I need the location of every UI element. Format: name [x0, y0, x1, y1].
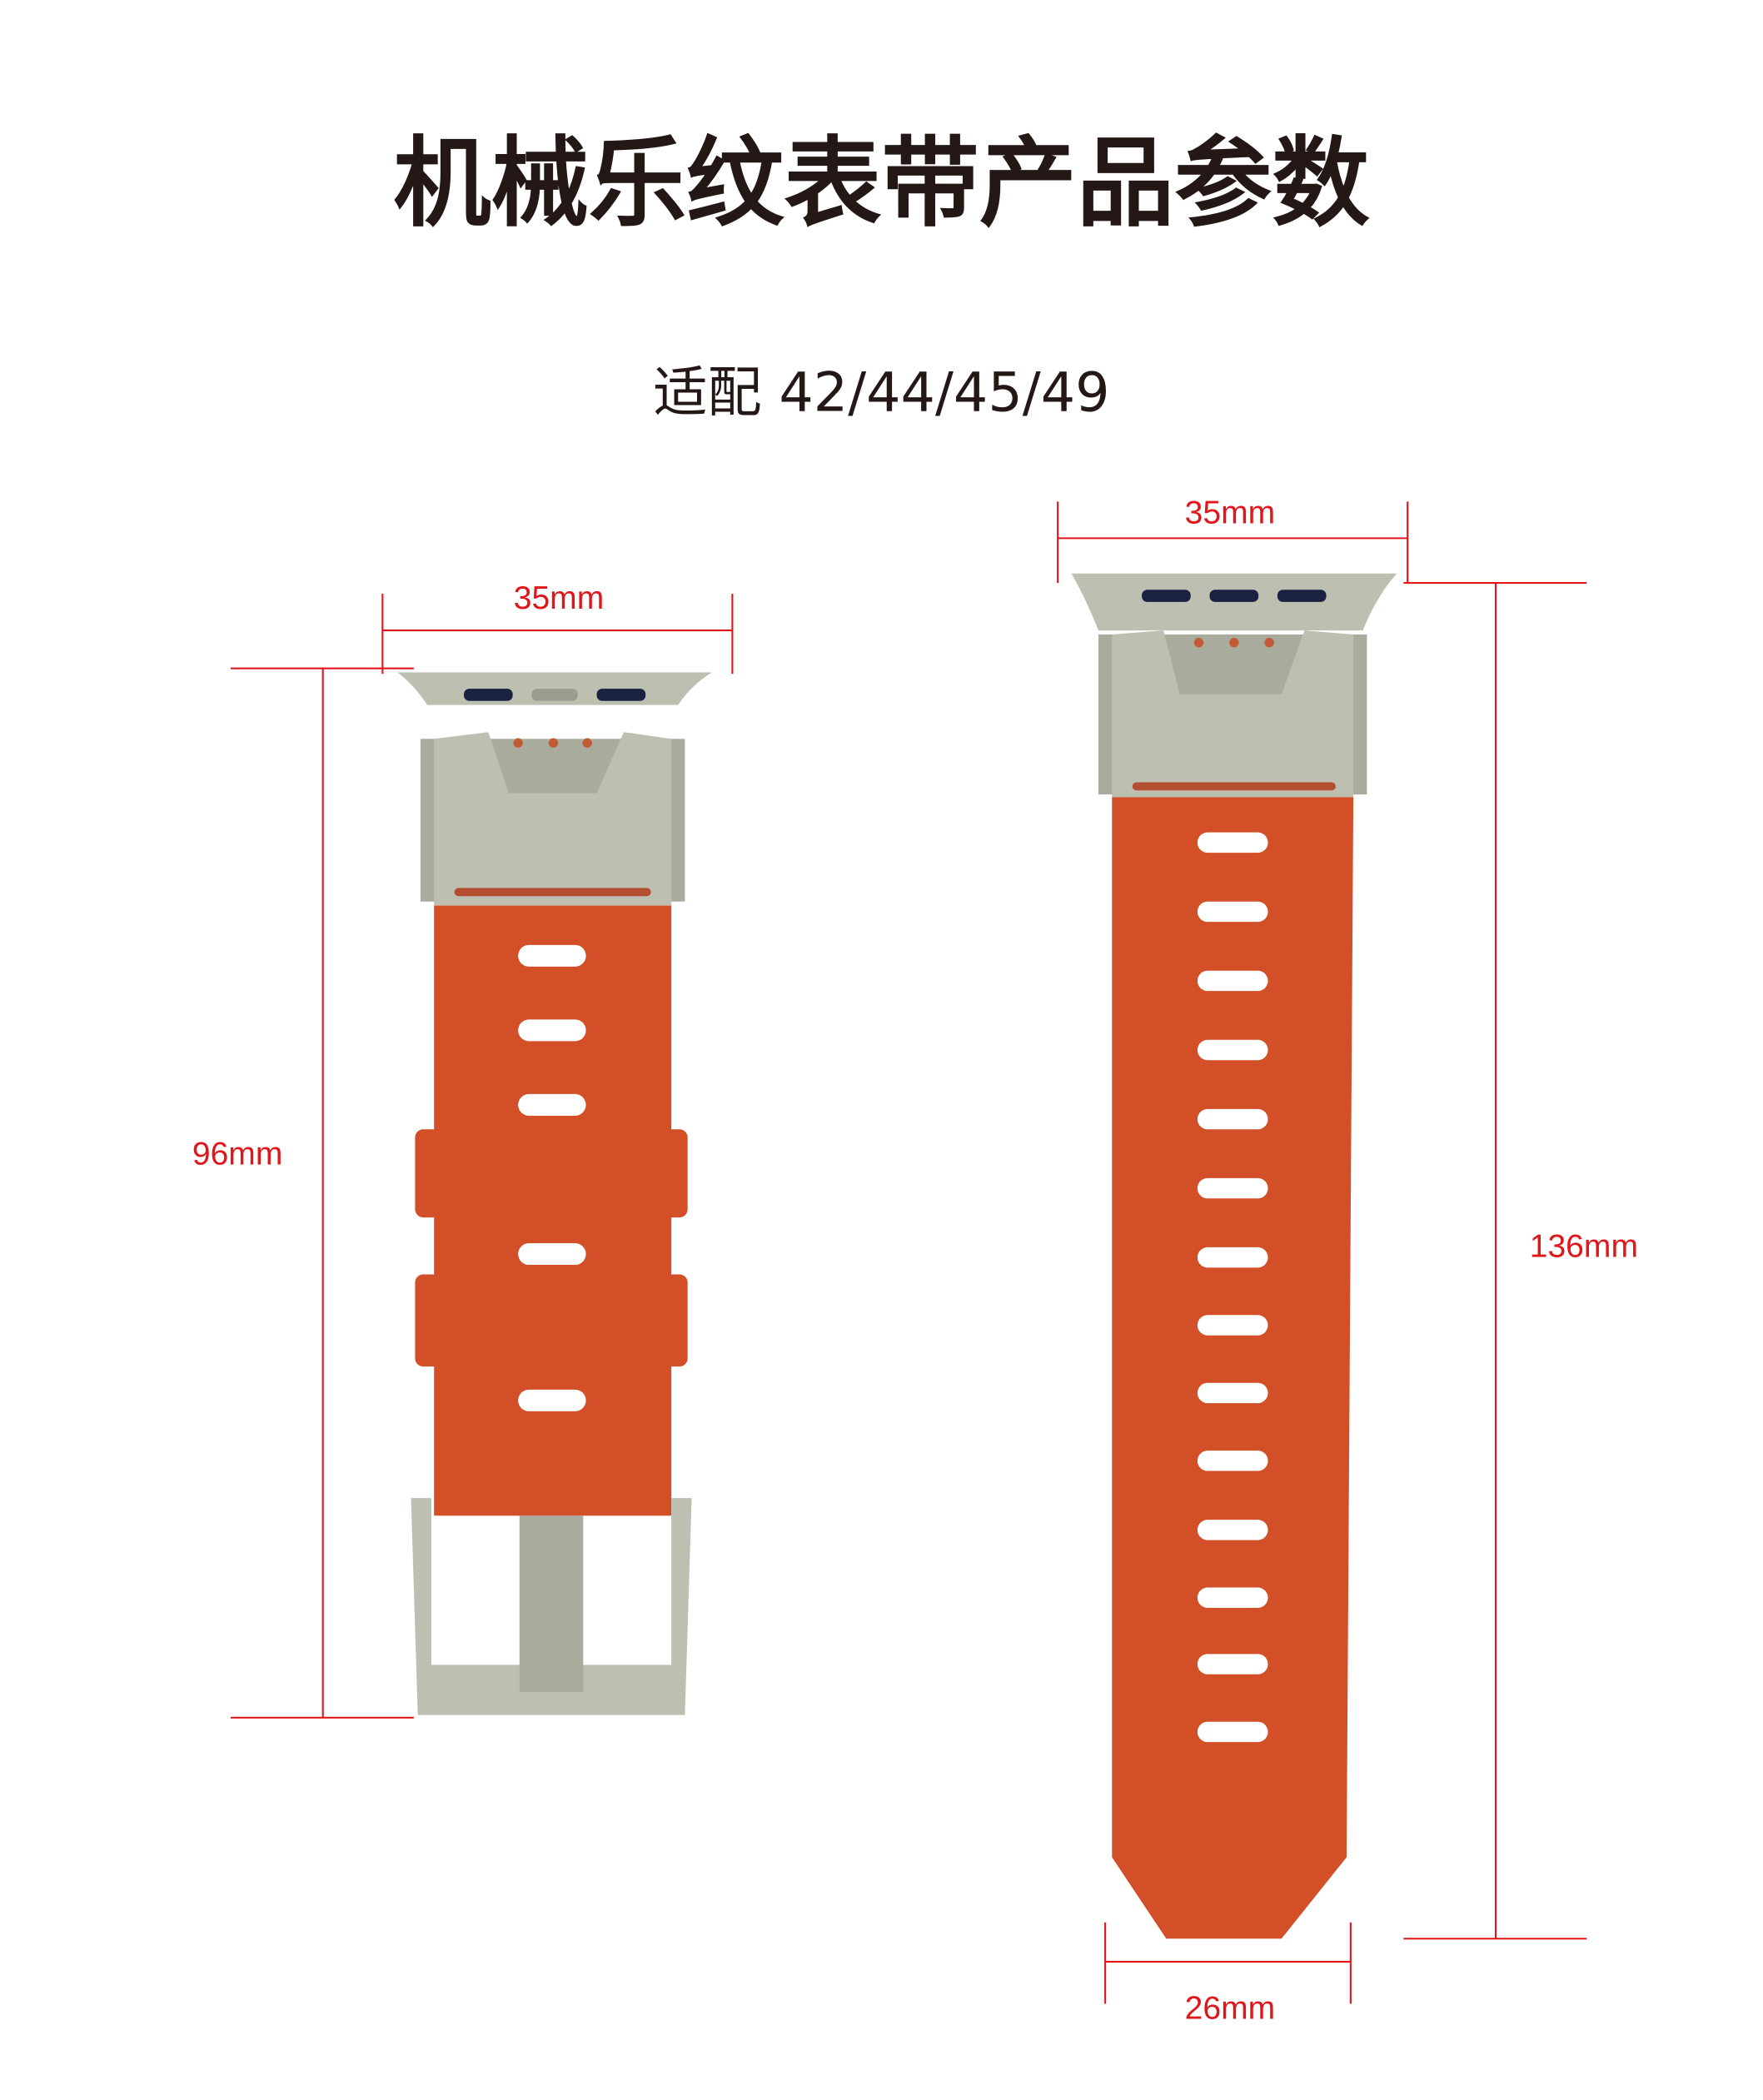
pin-icon: [464, 689, 513, 701]
short-strap-illustration: [397, 672, 712, 1715]
long-width-label: 35mm: [1185, 495, 1276, 530]
short-length-dimension: 96mm: [192, 667, 414, 1719]
pin-icon: [596, 689, 646, 701]
pin-icon: [1209, 590, 1259, 602]
short-width-dimension: 35mm: [381, 580, 734, 674]
short-length-label: 96mm: [192, 1137, 283, 1172]
pin-icon: [1277, 590, 1327, 602]
long-width-dimension: 35mm: [1057, 495, 1409, 584]
pin-icon: [531, 689, 578, 701]
keeper-loop: [415, 1274, 688, 1367]
pin-icon: [1142, 590, 1191, 602]
tip-width-dimension: 26mm: [1104, 1922, 1352, 2026]
long-length-dimension: 136mm: [1403, 582, 1638, 1940]
compatibility-text: 适配 42/44/45/49: [653, 361, 1109, 424]
long-lug-body: [1112, 630, 1354, 798]
tip-width-label: 26mm: [1185, 1990, 1276, 2026]
long-length-label: 136mm: [1530, 1228, 1638, 1264]
short-width-label: 35mm: [514, 580, 605, 616]
buckle-tongue: [519, 1515, 584, 1692]
long-strap-illustration: [1071, 573, 1397, 1939]
long-band: [1112, 797, 1354, 1939]
keeper-loop: [415, 1129, 688, 1218]
page-title: 机械乐纹表带产品参数: [393, 127, 1370, 241]
short-lug-body: [434, 732, 672, 906]
